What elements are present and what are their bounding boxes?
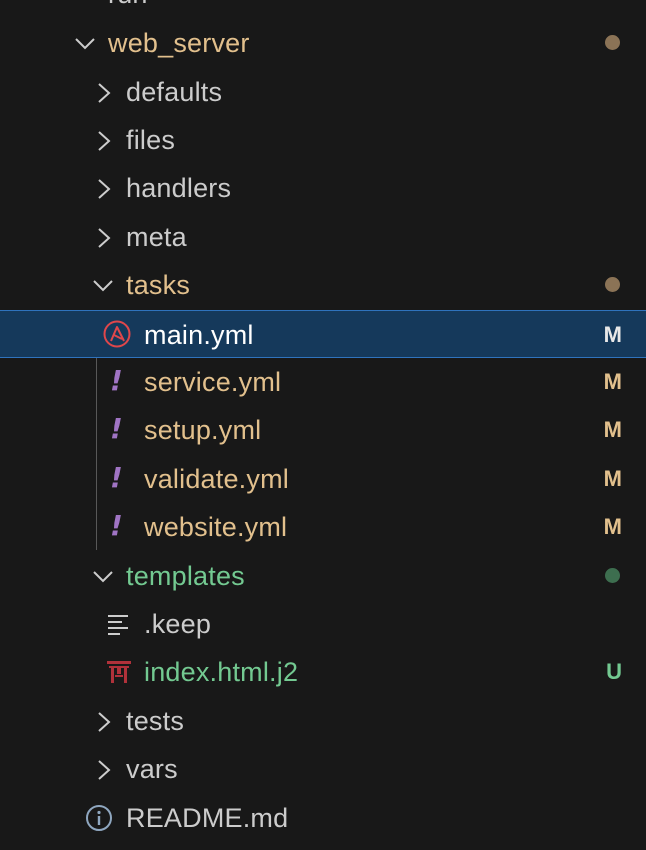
folder-label: vars: [126, 754, 178, 784]
folder-label: run: [108, 0, 148, 18]
chevron-right-icon: [92, 697, 120, 745]
folder-label: templates: [126, 561, 245, 591]
git-status-badge: M: [603, 369, 622, 394]
folder-label: handlers: [126, 173, 232, 203]
tree-folder-vars[interactable]: vars: [0, 745, 646, 793]
folder-label: meta: [126, 222, 187, 252]
folder-label: web_server: [108, 28, 250, 58]
tree-folder-files[interactable]: files: [0, 116, 646, 164]
tree-file-service-yml[interactable]: ! service.yml M: [0, 358, 646, 406]
chevron-down-icon: [88, 552, 116, 600]
git-status-badge: M: [603, 466, 622, 491]
file-label: README.md: [126, 803, 289, 833]
info-icon: [84, 794, 116, 842]
tree-folder-run[interactable]: run: [0, 0, 646, 18]
ansible-icon: [100, 311, 132, 359]
tree-folder-web-server[interactable]: web_server: [0, 19, 646, 67]
file-label: index.html.j2: [144, 657, 299, 687]
git-status-badge: M: [603, 322, 622, 347]
file-label: website.yml: [144, 512, 288, 542]
file-label: setup.yml: [144, 415, 262, 445]
file-label: validate.yml: [144, 464, 289, 494]
tree-folder-meta[interactable]: meta: [0, 213, 646, 261]
tree-file-validate-yml[interactable]: ! validate.yml M: [0, 455, 646, 503]
yaml-icon: !: [110, 509, 123, 542]
modified-dot-icon: [605, 35, 620, 50]
tree-folder-templates[interactable]: templates: [0, 552, 646, 600]
tree-folder-defaults[interactable]: defaults: [0, 68, 646, 116]
tree-file-website-yml[interactable]: ! website.yml M: [0, 503, 646, 551]
chevron-right-icon: [92, 68, 120, 116]
chevron-right-icon: [92, 164, 120, 212]
file-label: .keep: [144, 609, 212, 639]
yaml-icon: !: [110, 461, 123, 494]
folder-label: defaults: [126, 77, 223, 107]
modified-dot-icon: [605, 277, 620, 292]
folder-label: files: [126, 125, 176, 155]
tree-file-main-yml[interactable]: main.yml M: [0, 310, 646, 358]
tree-file-setup-yml[interactable]: ! setup.yml M: [0, 406, 646, 454]
yaml-icon: !: [110, 412, 123, 445]
git-status-badge: U: [606, 659, 622, 684]
chevron-down-icon: [70, 19, 98, 67]
git-status-badge: M: [603, 514, 622, 539]
file-label: main.yml: [144, 320, 254, 350]
chevron-right-icon: [92, 116, 120, 164]
tree-folder-tasks[interactable]: tasks: [0, 261, 646, 309]
folder-label: tests: [126, 706, 185, 736]
chevron-right-icon: [92, 745, 120, 793]
chevron-right-icon: [92, 213, 120, 261]
yaml-icon: !: [110, 364, 123, 397]
tree-folder-handlers[interactable]: handlers: [0, 164, 646, 212]
lines-icon: [104, 600, 136, 648]
untracked-dot-icon: [605, 568, 620, 583]
git-status-badge: M: [603, 417, 622, 442]
tree-file-readme[interactable]: README.md: [0, 794, 646, 842]
indent-guide: [96, 358, 97, 550]
folder-label: tasks: [126, 270, 191, 300]
chevron-down-icon: [88, 261, 116, 309]
file-label: service.yml: [144, 367, 282, 397]
tree-file-keep[interactable]: .keep: [0, 600, 646, 648]
jinja-icon: [104, 648, 136, 696]
chevron-down-icon: [74, 0, 102, 18]
tree-file-index-html-j2[interactable]: index.html.j2 U: [0, 648, 646, 696]
tree-folder-tests[interactable]: tests: [0, 697, 646, 745]
